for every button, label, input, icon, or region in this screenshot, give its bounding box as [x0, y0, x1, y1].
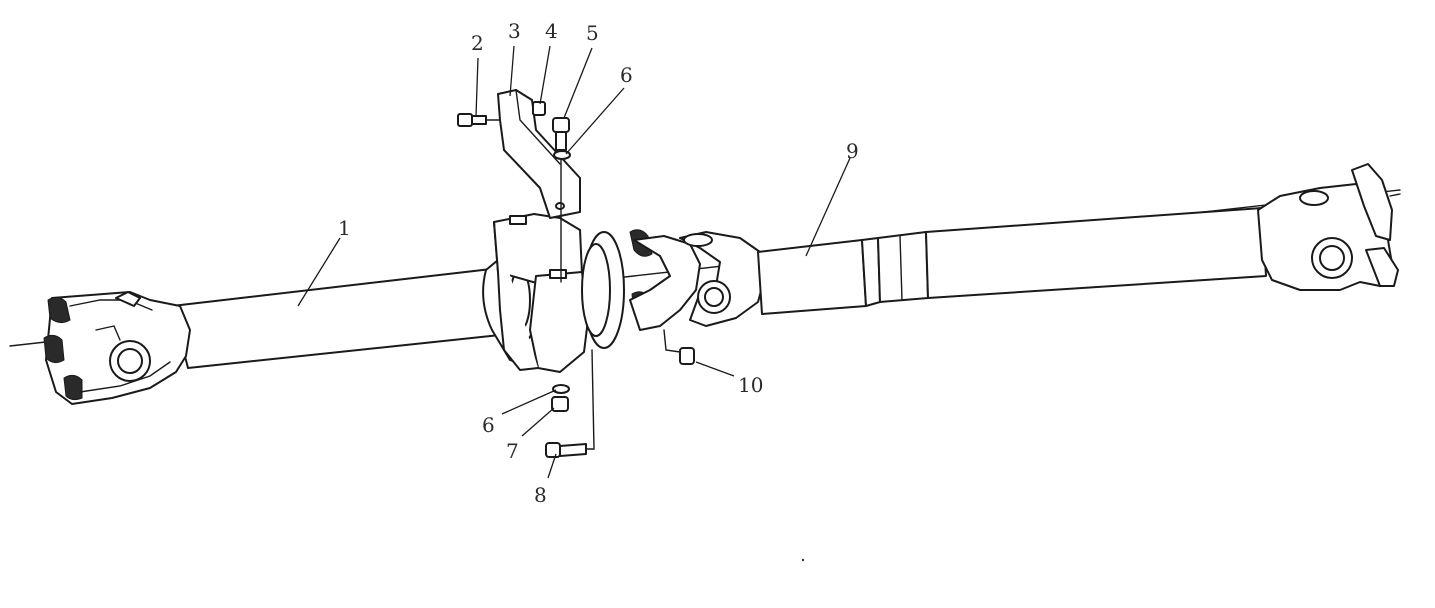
nut-part-4	[532, 101, 546, 116]
front-shaft-part-1	[43, 267, 501, 405]
support-bracket-part-3	[497, 89, 581, 219]
washer-part-6-top	[553, 150, 571, 160]
callout-1: 1	[338, 216, 351, 240]
bolt-part-8	[545, 349, 595, 458]
callout-8: 8	[534, 483, 547, 507]
callouts: 1 2 3 4 5 6 6 7 8 9 10	[338, 19, 859, 507]
nut-part-7	[551, 396, 569, 412]
washer-part-6-bottom	[552, 384, 570, 394]
callout-2: 2	[471, 31, 484, 55]
leader-lines	[297, 45, 851, 479]
callout-9: 9	[846, 139, 859, 163]
bolt-part-2	[457, 113, 501, 127]
stray-dot	[801, 558, 805, 562]
rear-shaft-part-9	[629, 163, 1401, 331]
bolt-part-5	[552, 117, 570, 283]
callout-6-lower: 6	[482, 413, 495, 437]
callout-10: 10	[738, 373, 763, 397]
callout-5: 5	[586, 21, 599, 45]
callout-6-upper: 6	[620, 63, 633, 87]
callout-4: 4	[545, 19, 558, 43]
nut-part-10	[663, 329, 695, 365]
callout-3: 3	[508, 19, 521, 43]
center-bearing-assembly	[482, 213, 625, 373]
callout-7: 7	[506, 439, 519, 463]
